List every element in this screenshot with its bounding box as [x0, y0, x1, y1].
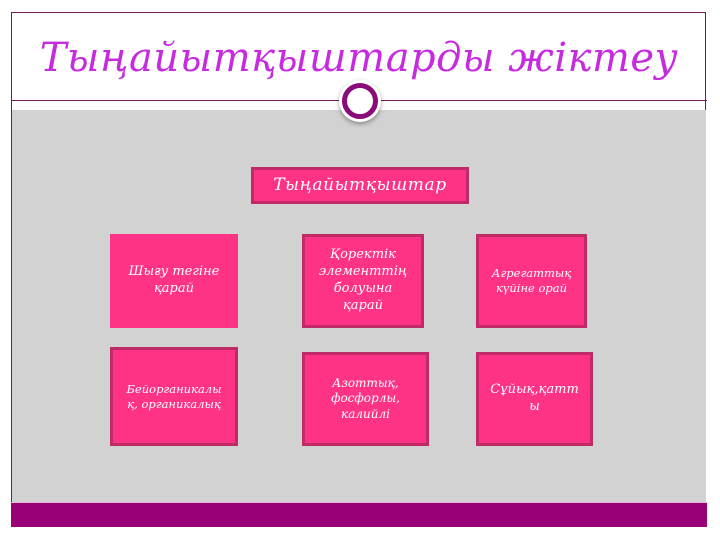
title-area: Тыңайытқыштарды жіктеу	[12, 13, 706, 100]
type-node-npk: Азоттық, фосфорлы, калийлі	[302, 352, 429, 446]
criteria-node-label: Шығу тегіне қарай	[128, 264, 220, 296]
circle-ornament	[339, 80, 381, 122]
criteria-node-origin: Шығу тегіне қарай	[110, 234, 238, 328]
criteria-node-label: Қоректік элементтің болуына қарай	[318, 247, 408, 313]
type-node-inorganic-organic: Бейорганикалы қ, органикалық	[110, 347, 238, 446]
criteria-node-aggregate-state: Агрегаттық күйіне орай	[476, 234, 587, 328]
criteria-node-nutrient: Қоректік элементтің болуына қарай	[302, 234, 424, 328]
slide-title: Тыңайытқыштарды жіктеу	[39, 34, 679, 81]
type-node-liquid-solid: Сұйық,қатт ы	[476, 352, 593, 446]
bottom-bar	[11, 502, 707, 527]
type-node-label: Сұйық,қатт ы	[490, 382, 579, 414]
root-node-fertilizers: Тыңайытқыштар	[251, 167, 469, 204]
root-node-label: Тыңайытқыштар	[273, 175, 447, 196]
type-node-label: Бейорганикалы қ, органикалық	[126, 381, 222, 411]
criteria-node-label: Агрегаттық күйіне орай	[491, 266, 572, 295]
circle-ring-icon	[342, 83, 378, 119]
type-node-label: Азоттық, фосфорлы, калийлі	[331, 375, 400, 421]
